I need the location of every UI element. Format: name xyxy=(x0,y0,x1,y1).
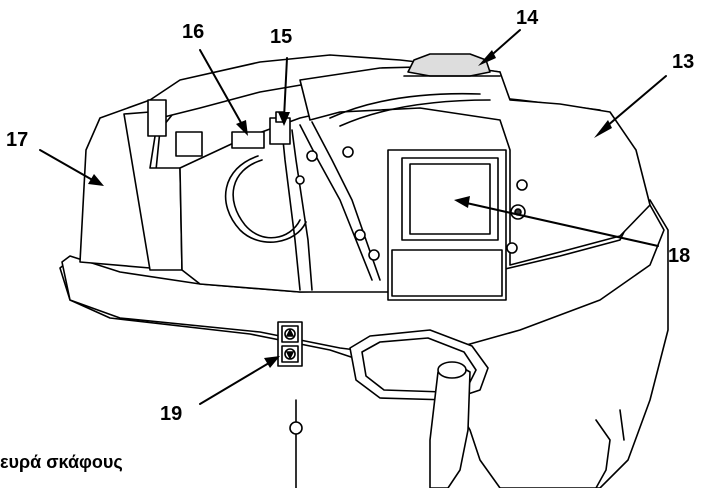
arrowhead-18 xyxy=(454,196,470,208)
leader-19 xyxy=(200,360,274,404)
control-box-lower xyxy=(392,250,502,296)
leader-15 xyxy=(284,58,287,118)
leader-13 xyxy=(600,76,666,132)
bracket xyxy=(148,100,166,136)
bolt xyxy=(507,243,517,253)
bolt xyxy=(517,180,527,190)
cable xyxy=(340,100,490,126)
leader-17 xyxy=(40,150,96,182)
caption: ευρά σκάφους xyxy=(0,452,123,472)
bracket xyxy=(176,132,202,156)
harness-loop xyxy=(226,156,306,242)
fuel-cap xyxy=(408,54,490,76)
down-arrow-icon xyxy=(287,352,293,358)
tiller-end xyxy=(438,362,466,378)
cable xyxy=(300,125,372,280)
cable xyxy=(282,130,300,290)
bolt xyxy=(355,230,365,240)
leader-16 xyxy=(200,50,244,128)
control-box-label xyxy=(410,164,490,234)
arrowhead-17 xyxy=(88,174,104,186)
arrowhead-14 xyxy=(478,50,496,66)
tiller-arm xyxy=(430,364,470,488)
bolt xyxy=(369,250,379,260)
callout-19: 19 xyxy=(160,403,183,425)
arrowhead-16 xyxy=(236,120,248,136)
callout-16: 16 xyxy=(182,21,205,43)
upper-cowl-right xyxy=(300,66,650,265)
harness-loop xyxy=(233,160,300,238)
cable xyxy=(330,94,480,118)
lower-detail xyxy=(596,420,610,488)
arrowhead-15 xyxy=(278,112,290,126)
bolt xyxy=(307,151,317,161)
arrowhead-19 xyxy=(264,356,280,368)
callout-17: 17 xyxy=(6,129,29,151)
connector-16 xyxy=(232,132,264,148)
callout-13: 13 xyxy=(672,51,695,73)
bolt xyxy=(343,147,353,157)
callout-15: 15 xyxy=(270,26,293,48)
arrowhead-13 xyxy=(594,120,612,138)
handle-recess-inner xyxy=(362,338,476,392)
bolt xyxy=(290,422,302,434)
bolt xyxy=(296,176,304,184)
callout-14: 14 xyxy=(516,7,539,29)
lower-detail xyxy=(620,410,624,440)
leader-18 xyxy=(462,202,658,246)
cable xyxy=(292,130,312,290)
up-arrow-icon xyxy=(287,330,293,336)
callout-18: 18 xyxy=(668,245,691,267)
